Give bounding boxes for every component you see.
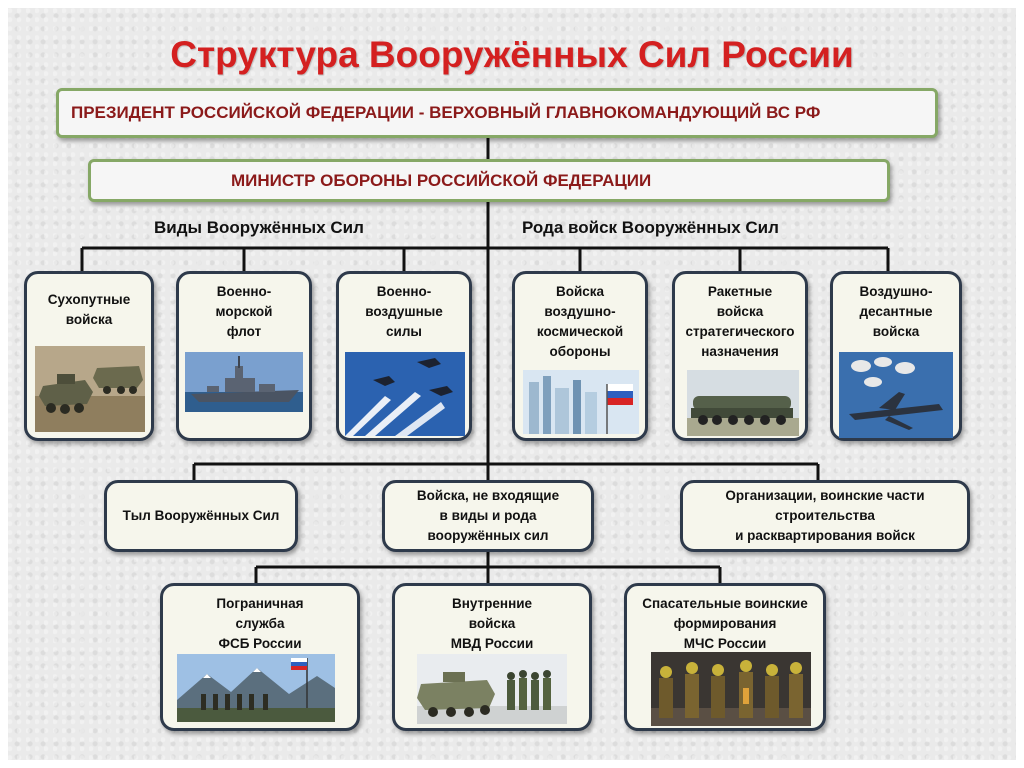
branch-label: Сухопутные войска — [47, 292, 131, 327]
warship-photo — [185, 352, 303, 412]
slide: Структура Вооружённых Сил России ПРЕЗИДЕ… — [8, 8, 1016, 760]
branch-label: Войска воздушно- космической обороны — [536, 284, 624, 359]
branch-navy: Военно- морской флот — [176, 271, 312, 441]
aerospace-facility-photo — [523, 370, 639, 434]
border-service-label: Пограничная служба ФСБ России — [216, 596, 304, 651]
internal-troops-photo — [417, 654, 567, 724]
internal-troops-label: Внутренние войска МВД России — [450, 596, 534, 651]
branches-heading: Виды Вооружённых Сил — [154, 218, 364, 237]
branch-airborne: Воздушно- десантные войска — [830, 271, 962, 441]
branch-aerospace-defense: Войска воздушно- космической обороны — [512, 271, 648, 441]
branch-label: Воздушно- десантные войска — [859, 284, 933, 339]
rescuers-photo — [651, 652, 811, 726]
internal-troops-box: Внутренние войска МВД России — [392, 583, 592, 731]
border-service-box: Пограничная служба ФСБ России — [160, 583, 360, 731]
fighter-jets-photo — [345, 352, 465, 436]
branch-label: Военно- морской флот — [215, 284, 273, 339]
page-title: Структура Вооружённых Сил России — [170, 34, 854, 75]
construction-organizations-box: Организации, воинские части строительств… — [680, 480, 970, 552]
minister-box: МИНИСТР ОБОРОНЫ РОССИЙСКОЙ ФЕДЕРАЦИИ — [88, 159, 890, 202]
rear-services-label: Тыл Вооружённых Сил — [122, 508, 280, 523]
president-box: ПРЕЗИДЕНТ РОССИЙСКОЙ ФЕДЕРАЦИИ - ВЕРХОВН… — [56, 88, 938, 138]
arms-heading: Рода войск Вооружённых Сил — [522, 218, 779, 237]
connector-lines — [80, 136, 890, 583]
president-label: ПРЕЗИДЕНТ РОССИЙСКОЙ ФЕДЕРАЦИИ - ВЕРХОВН… — [71, 103, 821, 122]
border-guards-photo — [177, 654, 335, 722]
paratroopers-photo — [839, 352, 953, 438]
other-troops-label: Войска, не входящие в виды и рода вооруж… — [416, 488, 560, 543]
branch-ground-forces: Сухопутные войска — [24, 271, 154, 441]
branch-label: Ракетные войска стратегического назначен… — [685, 284, 795, 359]
construction-organizations-label: Организации, воинские части строительств… — [725, 488, 925, 543]
rescue-formations-label: Спасательные воинские формирования МЧС Р… — [642, 596, 808, 651]
rescue-formations-box: Спасательные воинские формирования МЧС Р… — [624, 583, 826, 731]
branch-strategic-missile: Ракетные войска стратегического назначен… — [672, 271, 808, 441]
branch-label: Военно- воздушные силы — [365, 284, 443, 339]
minister-label: МИНИСТР ОБОРОНЫ РОССИЙСКОЙ ФЕДЕРАЦИИ — [231, 170, 652, 190]
other-troops-box: Войска, не входящие в виды и рода вооруж… — [382, 480, 594, 552]
branch-air-force: Военно- воздушные силы — [336, 271, 472, 441]
missile-launcher-photo — [687, 370, 799, 436]
armored-vehicles-photo — [35, 346, 145, 432]
rear-services-box: Тыл Вооружённых Сил — [104, 480, 298, 552]
